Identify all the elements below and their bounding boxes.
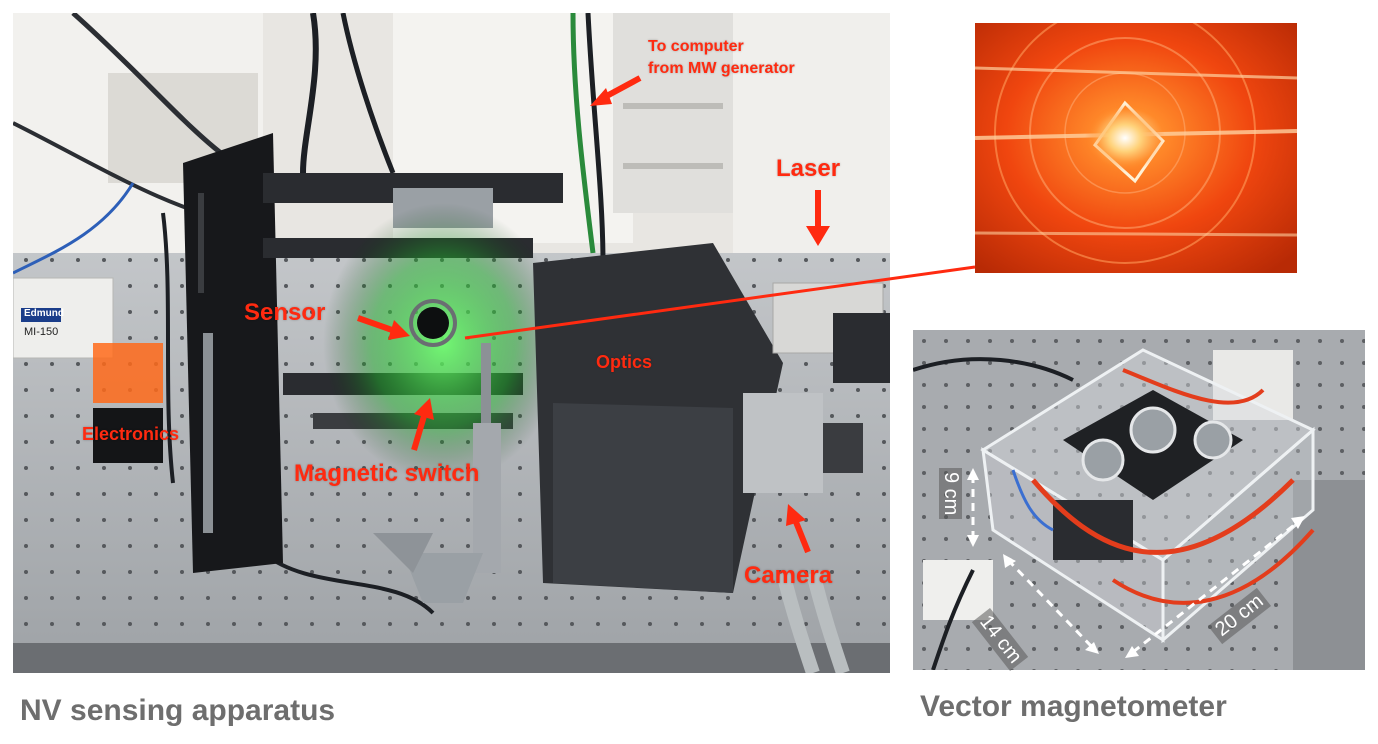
- label-from-mw-generator: from MW generator: [648, 60, 795, 77]
- label-laser: Laser: [776, 155, 841, 182]
- label-sensor: Sensor: [244, 299, 326, 326]
- diamond-crystal-photo: [975, 23, 1297, 273]
- label-optics: Optics: [596, 352, 653, 372]
- diamond-crystal-illustration: [975, 23, 1297, 273]
- label-camera: Camera: [744, 562, 833, 589]
- caption-nv-sensing-apparatus: NV sensing apparatus: [20, 694, 336, 727]
- label-magnetic-switch: Magnetic switch: [294, 460, 480, 487]
- edmund-model-text: MI-150: [24, 326, 59, 338]
- vector-magnetometer-photo: [913, 330, 1365, 670]
- label-to-computer: To computer: [648, 38, 744, 55]
- vector-magnetometer-illustration: [913, 330, 1365, 670]
- caption-vector-magnetometer: Vector magnetometer: [920, 690, 1227, 723]
- dimension-height-label: 9 cm: [939, 468, 962, 520]
- edmund-brand-text: Edmund: [24, 308, 64, 319]
- label-electronics: Electronics: [82, 424, 180, 444]
